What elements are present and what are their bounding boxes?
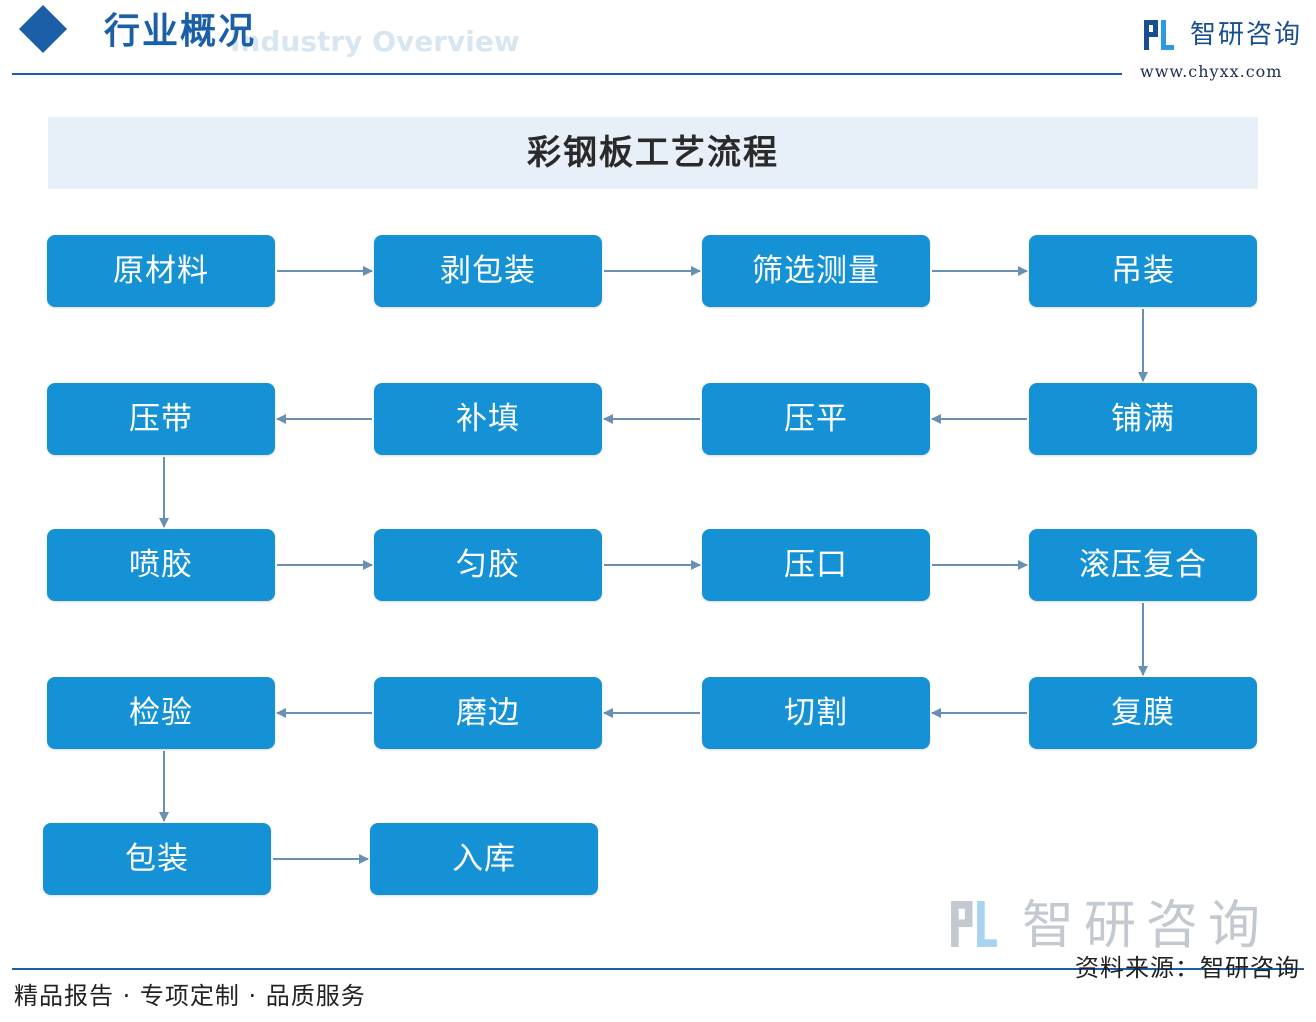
flow-step: 筛选测量 (702, 235, 930, 307)
flow-step: 匀胶 (374, 529, 602, 601)
header-subtitle-ghost: Industry Overview (230, 25, 520, 58)
flow-step: 铺满 (1029, 383, 1257, 455)
flow-step: 磨边 (374, 677, 602, 749)
watermark-logo-icon (951, 901, 997, 947)
footer-slogan: 精品报告 · 专项定制 · 品质服务 (14, 982, 366, 1010)
flow-step: 复膜 (1029, 677, 1257, 749)
flow-step: 入库 (370, 823, 598, 895)
brand-logo-icon (1144, 20, 1174, 50)
flow-step: 喷胶 (47, 529, 275, 601)
footer-source: 资料来源：智研咨询 (1075, 954, 1300, 982)
flow-step: 补填 (374, 383, 602, 455)
page-title: 行业概况 (104, 11, 257, 52)
flow-step: 压带 (47, 383, 275, 455)
flow-step: 包装 (43, 823, 271, 895)
watermark-text: 智研咨询 (1022, 896, 1271, 956)
footer-divider (12, 968, 1304, 970)
header-divider (12, 73, 1122, 75)
flow-step: 滚压复合 (1029, 529, 1257, 601)
flow-step: 检验 (47, 677, 275, 749)
brand-name: 智研咨询 (1190, 20, 1303, 50)
diagram-title-banner: 彩钢板工艺流程 (48, 117, 1258, 189)
brand-url: www.chyxx.com (1140, 62, 1283, 81)
flow-step: 吊装 (1029, 235, 1257, 307)
flow-step: 压口 (702, 529, 930, 601)
flow-step: 切割 (702, 677, 930, 749)
flow-step: 压平 (702, 383, 930, 455)
flow-step: 剥包装 (374, 235, 602, 307)
diagram-title: 彩钢板工艺流程 (527, 133, 779, 173)
flow-step: 原材料 (47, 235, 275, 307)
